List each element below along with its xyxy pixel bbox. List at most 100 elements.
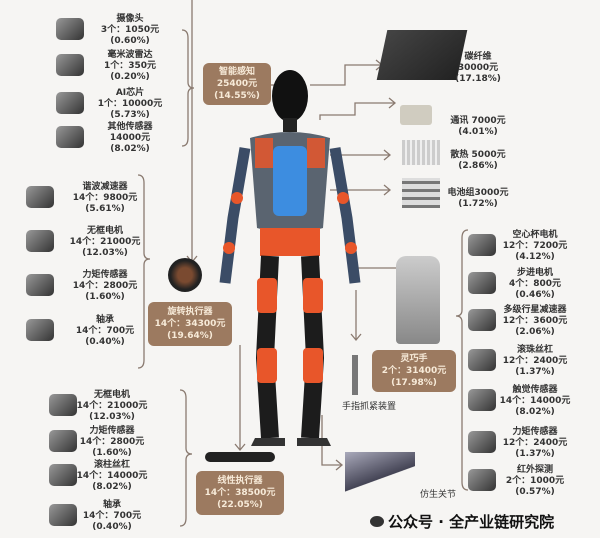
component-pct: (8.02%)	[515, 407, 555, 417]
bionic-joint-icon	[345, 452, 415, 492]
component-pct: (4.01%)	[458, 127, 498, 137]
component-qty: 12个：2400元	[502, 438, 568, 448]
component-pct: (2.86%)	[458, 161, 498, 171]
component-item: 散热 5000元(2.86%)	[450, 150, 505, 172]
component-qty: 30000元	[457, 63, 499, 73]
harmonic-reducer-icon	[26, 186, 54, 208]
connector-line	[321, 415, 342, 466]
component-pct: (1.37%)	[515, 449, 555, 459]
component-name: 红外探测	[516, 465, 553, 475]
component-pct: (2.06%)	[515, 327, 555, 337]
bearing-icon	[49, 504, 77, 526]
arrowhead	[383, 184, 392, 196]
component-pct: (0.57%)	[515, 487, 555, 497]
frameless-motor-icon	[26, 230, 54, 252]
component-pct: (0.46%)	[515, 290, 555, 300]
component-name: 无框电机	[93, 390, 130, 400]
arrowhead	[350, 333, 362, 342]
box-percent: (19.64%)	[167, 331, 213, 341]
component-qty: 3个：1050元	[100, 25, 160, 35]
component-qty: 4个：800元	[508, 279, 562, 289]
component-qty: 1个：10000元	[97, 99, 163, 109]
bionic-joint-caption: 仿生关节	[420, 490, 457, 500]
arrowhead	[383, 149, 392, 161]
component-name: 轴承	[102, 500, 121, 510]
box-percent: (22.05%)	[217, 500, 263, 510]
arrowhead	[234, 443, 246, 452]
component-pct: (1.60%)	[85, 292, 125, 302]
component-pct: (0.60%)	[110, 36, 150, 46]
chip-icon	[56, 92, 84, 114]
component-qty: 12个：2400元	[502, 356, 568, 366]
sensor-icon	[56, 126, 84, 148]
component-name: 摄像头	[116, 14, 144, 24]
connector-line	[310, 64, 383, 86]
box-cost: 25400元	[216, 79, 258, 89]
component-qty: 14个：21000元	[69, 237, 141, 247]
radar-icon	[56, 54, 84, 76]
component-name: 滚柱丝杠	[93, 460, 130, 470]
bracket-perception	[181, 29, 195, 147]
component-qty: 14个：2800元	[79, 437, 145, 447]
component-name: AI芯片	[115, 88, 145, 98]
component-qty: 14个：14000元	[499, 396, 571, 406]
planetary-gear-icon	[468, 309, 496, 331]
component-pct: (1.72%)	[458, 199, 498, 209]
component-item: 电池组3000元(1.72%)	[447, 188, 508, 210]
component-qty: 12个：7200元	[502, 241, 568, 251]
dexterous-hand-icon	[396, 256, 440, 344]
heatsink-icon	[402, 140, 440, 165]
component-pct: (0.40%)	[92, 522, 132, 532]
dexterous-hand-summary-box: 灵巧手 2个：31400元 (17.98%)	[372, 350, 456, 392]
component-name: 触觉传感器	[512, 385, 558, 395]
component-name: 滚珠丝杠	[516, 345, 554, 355]
component-pct: (12.03%)	[89, 412, 135, 422]
finger-grip-device-icon	[352, 355, 358, 395]
component-pct: (1.60%)	[92, 448, 132, 458]
component-name: 空心杯电机	[512, 230, 558, 240]
linear-actuator-icon	[205, 452, 275, 462]
component-name: 力矩传感器	[82, 270, 128, 280]
component-pct: (5.61%)	[85, 204, 125, 214]
component-name: 多级行星减速器	[503, 305, 567, 315]
communication-module-icon	[400, 105, 432, 125]
component-name: 散热 5000元	[450, 150, 506, 160]
carbon-fiber-icon	[376, 30, 468, 80]
component-qty: 14个：700元	[82, 511, 142, 521]
component-name: 力矩传感器	[89, 426, 135, 436]
component-pct: (0.40%)	[85, 337, 125, 347]
component-name: 毫米波雷达	[107, 50, 153, 60]
coreless-motor-icon	[468, 234, 496, 256]
component-qty: 2个：1000元	[505, 476, 565, 486]
box-title: 灵巧手	[400, 354, 428, 364]
component-qty: 14个：9800元	[72, 193, 138, 203]
wechat-icon	[370, 516, 384, 527]
component-name: 步进电机	[516, 268, 553, 278]
component-qty: 14个：14000元	[76, 471, 148, 481]
component-item: 通讯 7000元(4.01%)	[450, 116, 505, 138]
connector-line	[319, 102, 395, 120]
arrowhead	[388, 97, 397, 109]
humanoid-robot-illustration	[219, 70, 361, 446]
bracket-linear	[179, 389, 193, 527]
box-cost: 14个：38500元	[204, 488, 276, 498]
torque-sensor-icon	[49, 430, 77, 452]
component-name: 电池组3000元	[447, 188, 509, 198]
torque-sensor-icon	[468, 431, 496, 453]
infrared-sensor-icon	[468, 469, 496, 491]
finger-grip-caption: 手指抓紧装置	[342, 402, 397, 412]
footer-watermark: 公众号 · 全产业链研究院	[370, 513, 554, 531]
